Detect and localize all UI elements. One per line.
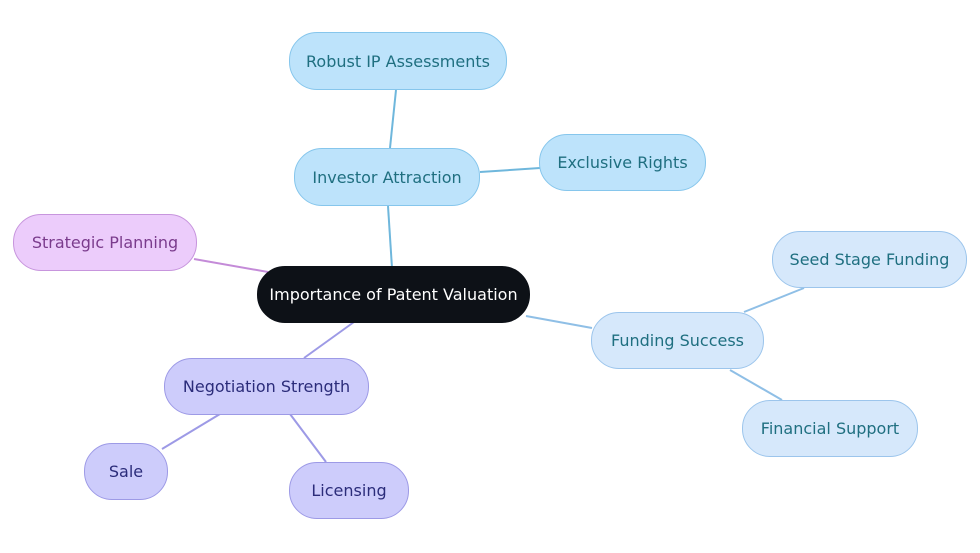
licensing-node: Licensing [289,462,409,519]
exclusive-rights-label: Exclusive Rights [557,153,688,172]
root-label: Importance of Patent Valuation [269,285,518,304]
negotiation-strength-node: Negotiation Strength [164,358,369,415]
edge-root-negotiation [303,321,355,359]
edge-root-strategic [193,258,269,273]
edge-negotiation-sale [161,413,221,450]
sale-node: Sale [84,443,168,500]
edge-funding-financial [729,369,783,401]
seed-stage-node: Seed Stage Funding [772,231,967,288]
negotiation-strength-label: Negotiation Strength [182,377,351,396]
financial-support-node: Financial Support [742,400,918,457]
licensing-label: Licensing [311,481,387,500]
investor-attraction-node: Investor Attraction [294,148,480,206]
funding-success-label: Funding Success [611,331,744,350]
root-node: Importance of Patent Valuation [257,266,530,323]
strategic-planning-node: Strategic Planning [13,214,197,271]
robust-ip-node: Robust IP Assessments [289,32,507,90]
edge-root-investor [387,205,393,269]
edge-investor-exclusive [479,167,541,173]
edge-funding-seed [743,287,805,313]
robust-ip-label: Robust IP Assessments [306,51,490,71]
financial-support-label: Financial Support [760,419,900,438]
edge-investor-robust [389,89,397,149]
edge-root-funding [525,315,593,329]
investor-attraction-label: Investor Attraction [312,167,462,187]
edge-negotiation-licensing [289,413,327,463]
exclusive-rights-node: Exclusive Rights [539,134,706,191]
strategic-planning-label: Strategic Planning [31,233,179,252]
seed-stage-label: Seed Stage Funding [789,250,950,269]
sale-label: Sale [108,462,144,481]
funding-success-node: Funding Success [591,312,764,369]
